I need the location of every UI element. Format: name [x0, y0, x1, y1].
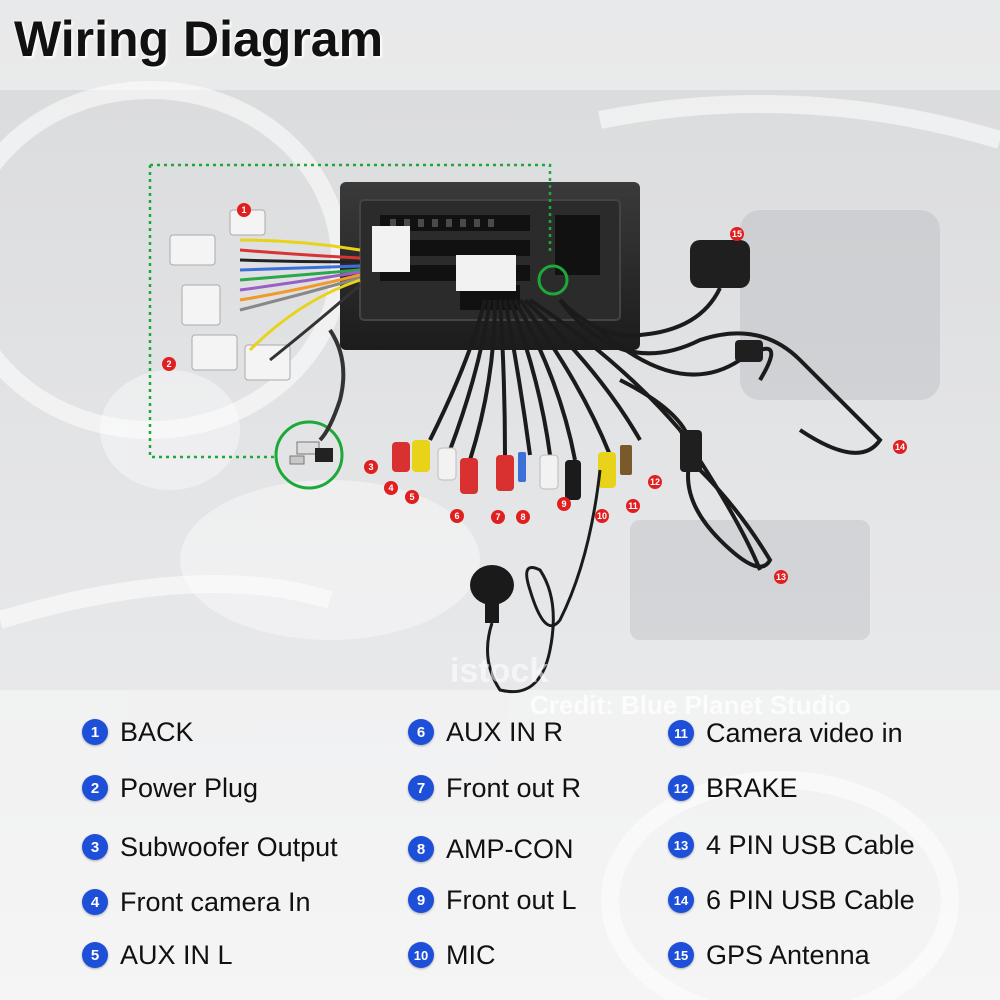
legend-label: AUX IN L — [120, 939, 233, 970]
radio-antenna-highlight — [274, 420, 344, 490]
legend-item-1: 1 BACK — [82, 717, 194, 747]
callout-10: 10 — [595, 509, 609, 523]
callout-2: 2 — [162, 357, 176, 371]
callout-13: 13 — [774, 570, 788, 584]
legend-item-12: 12 BRAKE — [668, 773, 798, 803]
legend-item-11: 11 Camera video in — [668, 718, 903, 748]
legend-number: 2 — [82, 775, 108, 801]
legend-number: 9 — [408, 887, 434, 913]
gps-antenna — [558, 240, 750, 338]
legend-number: 3 — [82, 834, 108, 860]
legend-number: 11 — [668, 720, 694, 746]
callout-15: 15 — [730, 227, 744, 241]
legend-item-2: 2 Power Plug — [82, 773, 258, 803]
legend-number: 4 — [82, 889, 108, 915]
legend-number: 8 — [408, 836, 434, 862]
highlight-dotted-line — [148, 163, 552, 459]
callout-6: 6 — [450, 509, 464, 523]
legend-number: 14 — [668, 887, 694, 913]
legend-item-9: 9 Front out L — [408, 885, 577, 915]
watermark-brand: istock — [450, 652, 549, 690]
legend-item-6: 6 AUX IN R — [408, 717, 563, 747]
callout-5: 5 — [405, 490, 419, 504]
legend-label: Front out L — [446, 884, 577, 915]
legend-label: AMP-CON — [446, 833, 574, 864]
legend-item-7: 7 Front out R — [408, 773, 581, 803]
power-plug-connectors — [169, 209, 291, 381]
legend-item-13: 13 4 PIN USB Cable — [668, 830, 915, 860]
legend-label: Front out R — [446, 772, 582, 803]
callout-1: 1 — [237, 203, 251, 217]
legend-number: 7 — [408, 775, 434, 801]
legend-label: Camera video in — [706, 717, 903, 748]
legend-item-4: 4 Front camera In — [82, 887, 311, 917]
callout-11: 11 — [626, 499, 640, 513]
callout-7: 7 — [491, 510, 505, 524]
callout-8: 8 — [516, 510, 530, 524]
legend-label: AUX IN R — [446, 716, 564, 747]
legend-label: GPS Antenna — [706, 939, 870, 970]
legend-label: 6 PIN USB Cable — [706, 884, 915, 915]
legend-label: Power Plug — [120, 772, 259, 803]
legend-number: 5 — [82, 942, 108, 968]
legend-number: 15 — [668, 942, 694, 968]
legend-label: MIC — [446, 939, 496, 970]
legend-number: 13 — [668, 832, 694, 858]
legend-number: 12 — [668, 775, 694, 801]
antenna-port-highlight — [537, 264, 569, 296]
legend-item-15: 15 GPS Antenna — [668, 940, 870, 970]
legend-number: 6 — [408, 719, 434, 745]
legend-number: 1 — [82, 719, 108, 745]
page-title: Wiring Diagram — [14, 11, 384, 67]
microphone — [470, 469, 602, 694]
legend-label: BRAKE — [706, 772, 798, 803]
legend-label: BACK — [120, 716, 194, 747]
watermark-credit: Credit: Blue Planet Studio — [530, 690, 851, 720]
legend-item-10: 10 MIC — [408, 940, 496, 970]
legend-item-5: 5 AUX IN L — [82, 940, 233, 970]
radio-antenna-plug — [289, 441, 333, 465]
callout-4: 4 — [384, 481, 398, 495]
rca-plugs — [392, 440, 632, 500]
callout-12: 12 — [648, 475, 662, 489]
legend-label: 4 PIN USB Cable — [706, 829, 915, 860]
legend-label: Front camera In — [120, 886, 311, 917]
legend-number: 10 — [408, 942, 434, 968]
callout-3: 3 — [364, 460, 378, 474]
callout-14: 14 — [893, 440, 907, 454]
callout-9: 9 — [557, 497, 571, 511]
legend-label: Subwoofer Output — [120, 831, 338, 862]
legend-item-14: 14 6 PIN USB Cable — [668, 885, 915, 915]
legend-item-8: 8 AMP-CON — [408, 834, 574, 864]
legend-item-3: 3 Subwoofer Output — [82, 832, 338, 862]
